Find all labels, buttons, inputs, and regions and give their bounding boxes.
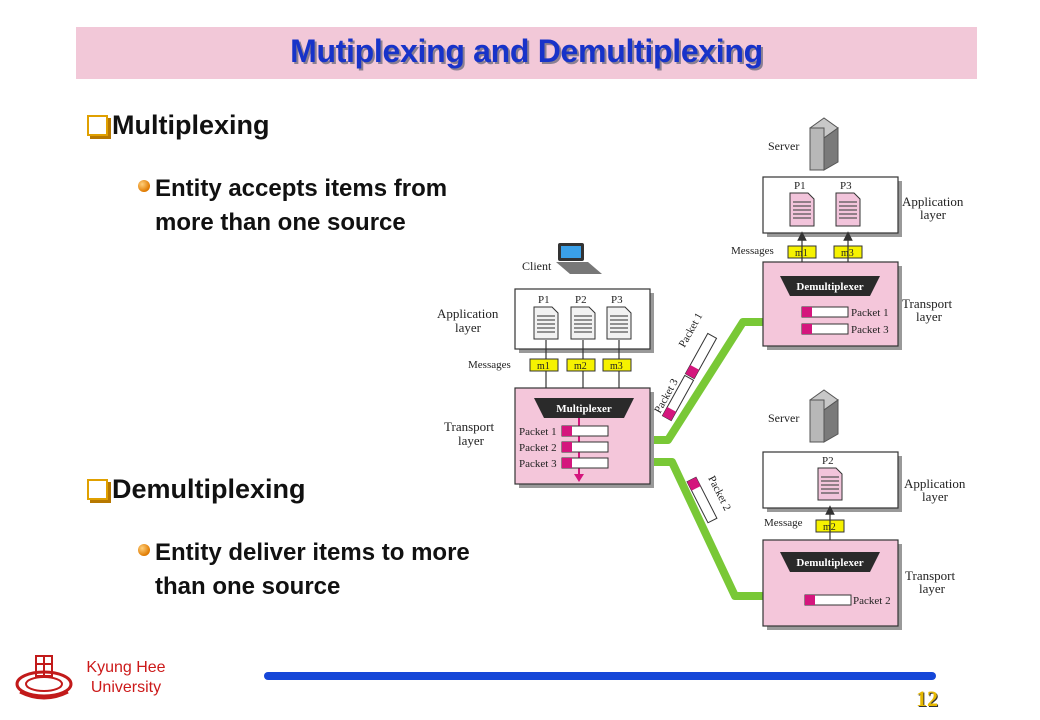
bullet-dot-icon [138,544,150,556]
slide-title: Mutiplexing and Demultiplexing [290,33,763,69]
transport-layer-label: Transport [444,419,494,434]
transport-layer-label: Transport [902,296,952,311]
messages-label: Messages [731,245,774,257]
server-label: Server [768,411,799,425]
packet-in-transit [684,332,718,380]
message-label-singular: Message [764,517,803,529]
process-doc-icon [817,467,843,501]
bullet-square-icon [87,479,108,500]
bullet-sub-line: than one source [155,573,341,600]
university-name-line: Kyung Hee [86,659,166,676]
server1-application-box [762,176,899,234]
message-label: m2 [574,361,587,372]
process-doc-icons [533,306,632,340]
university-logo-icon [15,655,73,700]
server-icon [809,117,839,171]
app-layer-label: layer [922,489,949,504]
footer-divider [264,672,936,680]
packet-label: Packet 3 [519,458,557,470]
message-label: m1 [537,361,550,372]
packet-in-transit [661,374,695,422]
message-label: m1 [795,248,808,259]
demultiplexer-block [780,276,880,296]
multiplexer-block [534,398,634,418]
process-label: P2 [575,294,587,306]
client-label: Client [522,259,552,273]
packet-label: Packet 1 [519,426,557,438]
packet-label: Packet 3 [851,324,889,336]
process-label: P2 [822,455,834,467]
server-icon [809,389,839,443]
bullet-heading-demultiplexing: Demultiplexing [112,474,306,504]
page-number: 12 [916,686,938,711]
bullet-sub-line: Entity deliver items to more [155,539,470,566]
title-bar: Mutiplexing and Demultiplexing [76,27,977,79]
packet-label: Packet 2 [519,442,557,454]
bullet-heading-multiplexing: Multiplexing [112,110,270,140]
bullet-sub-line: more than one source [155,209,406,236]
message-label: m3 [841,248,854,259]
app-layer-label: Application [904,476,966,491]
process-label: P1 [794,180,806,192]
message-label: m3 [610,361,623,372]
bullet-sub-line: Entity accepts items from [155,175,448,202]
app-layer-label: Application [437,306,499,321]
transport-layer-label: Transport [905,568,955,583]
demultiplexer-label: Demultiplexer [796,281,863,293]
client-laptop-icon [556,243,602,274]
app-layer-label: Application [902,194,964,209]
process-label: P3 [611,294,623,306]
packet-in-transit [686,476,718,524]
transport-layer-label: layer [916,309,943,324]
demultiplexer-block [780,552,880,572]
transport-layer-label: layer [458,433,485,448]
packet-label: Packet 1 [677,311,706,350]
network-links [652,318,764,600]
process-label: P3 [840,180,852,192]
process-label: P1 [538,294,550,306]
packet-label: Packet 1 [851,307,889,319]
app-layer-label: layer [455,320,482,335]
message-label: m2 [823,522,836,533]
messages-label: Messages [468,359,511,371]
app-layer-label: layer [920,207,947,222]
demultiplexer-label: Demultiplexer [796,557,863,569]
message-tags [529,358,632,372]
university-name-line: University [90,679,162,696]
transport-layer-label: layer [919,581,946,596]
client-packets [561,425,609,469]
bullet-square-icon [87,115,108,136]
server-label: Server [768,139,799,153]
multiplexer-label: Multiplexer [556,403,612,415]
packet-label: Packet 2 [853,595,891,607]
university-name: Kyung Hee University [71,658,181,698]
bullet-dot-icon [138,180,150,192]
